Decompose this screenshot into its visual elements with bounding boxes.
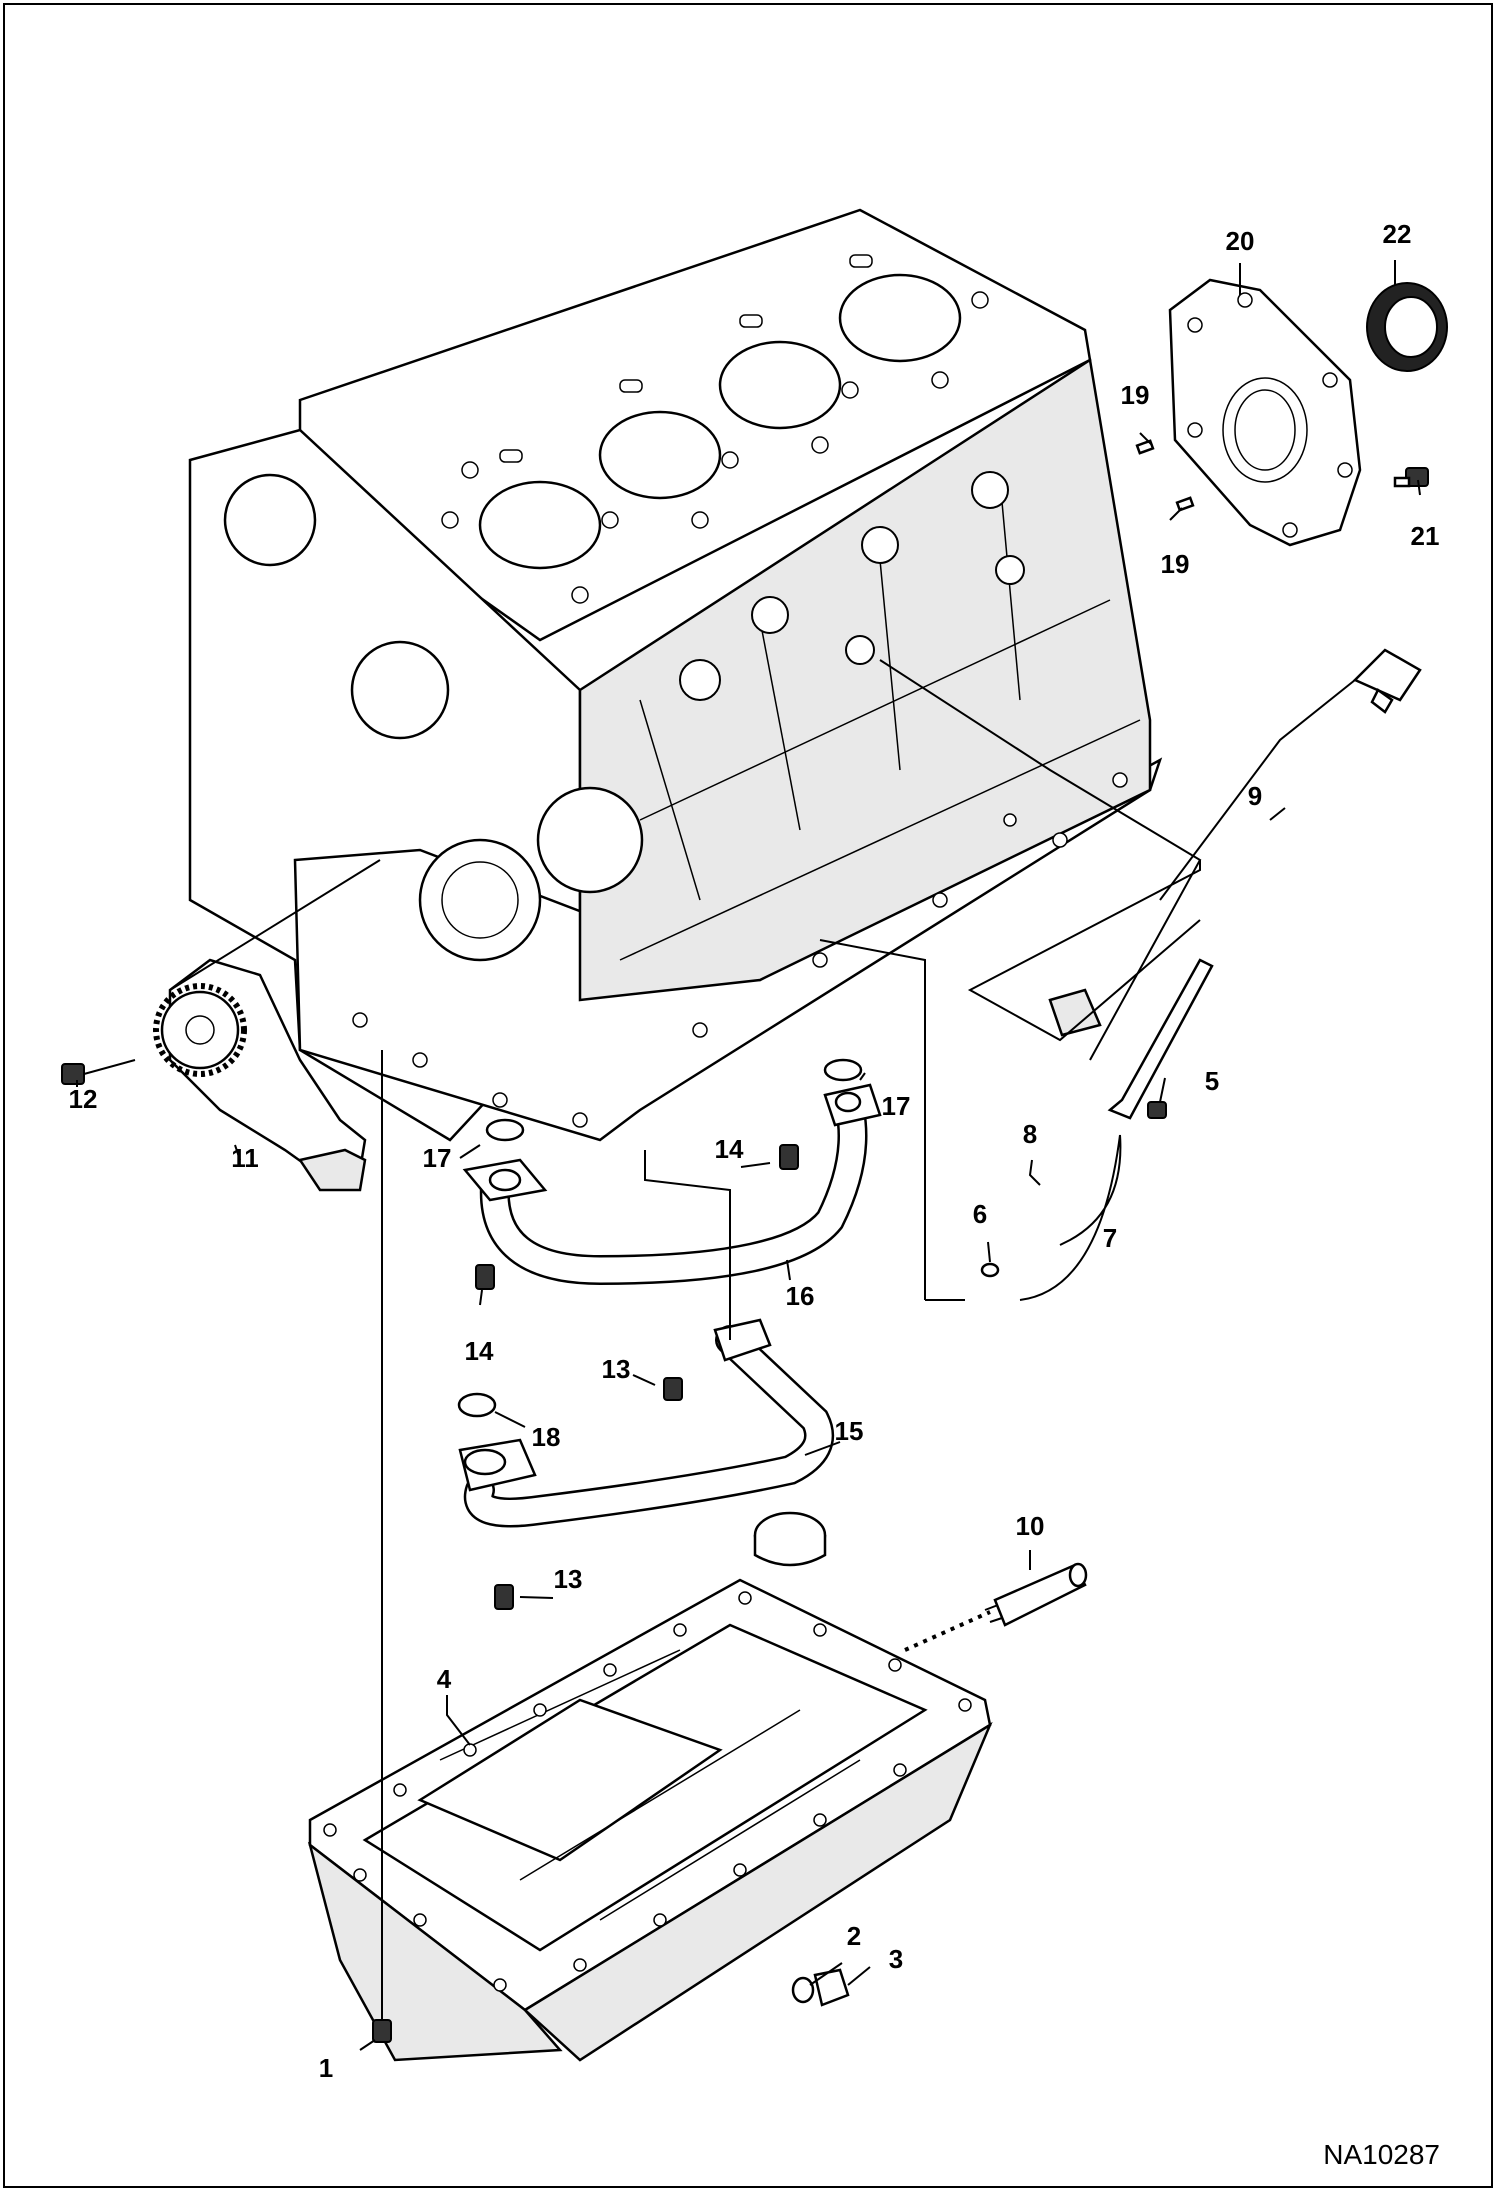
strainer-o-ring xyxy=(457,1392,497,1418)
callout-21: 21 xyxy=(1411,521,1440,551)
oil-pump xyxy=(153,958,367,1192)
callout-2: 2 xyxy=(847,1921,861,1951)
callout-4: 4 xyxy=(437,1664,452,1694)
callout-19-lower: 19 xyxy=(1161,549,1190,579)
oil-dipstick xyxy=(1159,648,1422,901)
callout-22: 22 xyxy=(1383,219,1412,249)
callout-8: 8 xyxy=(1023,1119,1037,1149)
drain-plug xyxy=(813,1968,850,2007)
callout-18: 18 xyxy=(532,1422,561,1452)
callout-20: 20 xyxy=(1226,226,1255,256)
callout-7: 7 xyxy=(1103,1223,1117,1253)
dipstick-o-ring xyxy=(980,1262,1000,1278)
rear-crankshaft-oil-seal xyxy=(1366,282,1448,372)
figure-reference-number: NA10287 xyxy=(1323,2139,1440,2170)
callout-1: 1 xyxy=(319,2053,333,2083)
oil-pan xyxy=(307,1578,993,2062)
oil-level-sensor xyxy=(904,1562,1088,1652)
oil-pump-bolt xyxy=(61,1059,136,1085)
dipstick-guide-tube xyxy=(1048,958,1214,1120)
cylinder-block xyxy=(188,208,1163,1142)
callout-14-lower: 14 xyxy=(465,1336,494,1366)
callout-14-upper: 14 xyxy=(715,1134,744,1164)
o-ring-17 xyxy=(485,1058,863,1142)
leader-lines xyxy=(76,260,1421,2051)
callout-5: 5 xyxy=(1205,1066,1219,1096)
strainer-bolts-13 xyxy=(494,1377,683,1610)
callout-12: 12 xyxy=(69,1084,98,1114)
callout-9: 9 xyxy=(1248,781,1262,811)
callout-3: 3 xyxy=(889,1944,903,1974)
callout-labels: 1 2 3 4 5 6 7 8 9 10 11 12 13 13 14 14 1… xyxy=(69,219,1440,2083)
callout-19-upper: 19 xyxy=(1121,380,1150,410)
callout-17-right: 17 xyxy=(882,1091,911,1121)
callout-13-upper: 13 xyxy=(602,1354,631,1384)
dipstick-guide-bolt xyxy=(1147,1101,1167,1119)
callout-11: 11 xyxy=(231,1143,259,1173)
rear-cover-bolt xyxy=(1393,467,1429,488)
oil-strainer xyxy=(458,1318,834,1567)
callout-16: 16 xyxy=(786,1281,815,1311)
callout-6: 6 xyxy=(973,1199,987,1229)
callout-15: 15 xyxy=(835,1416,864,1446)
callout-10: 10 xyxy=(1016,1511,1045,1541)
oil-pan-bolt xyxy=(372,1820,392,2043)
rear-oil-seal-case xyxy=(1168,278,1362,547)
callout-17-left: 17 xyxy=(423,1143,452,1173)
callout-13-lower: 13 xyxy=(554,1564,583,1594)
pipe-bolts-14 xyxy=(475,1144,799,1290)
drain-plug-gasket xyxy=(791,1976,815,2004)
